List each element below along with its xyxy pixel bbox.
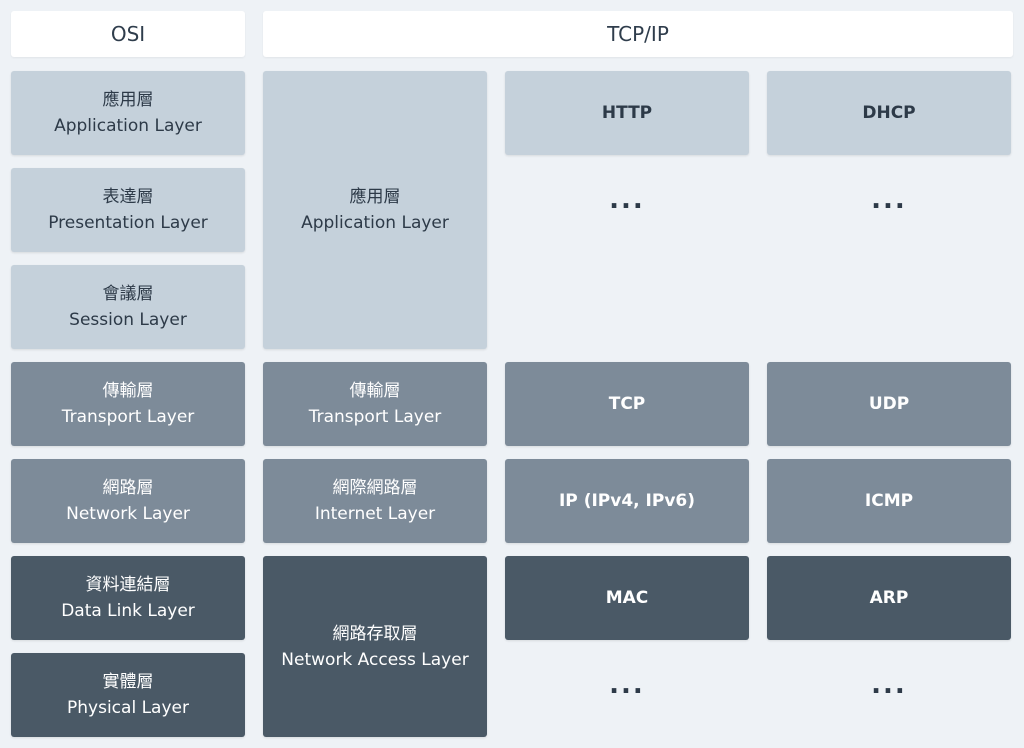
osi-data-link-layer: 資料連結層 Data Link Layer — [11, 556, 245, 640]
protocol-udp: UDP — [767, 362, 1011, 446]
osi-application-layer: 應用層 Application Layer — [11, 71, 245, 155]
layer-en-label: Transport Layer — [61, 407, 195, 427]
tcpip-header-label: TCP/IP — [607, 22, 669, 46]
osi-physical-layer: 實體層 Physical Layer — [11, 653, 245, 737]
protocol-label: ARP — [869, 588, 909, 608]
protocol-label: UDP — [868, 394, 910, 414]
layer-en-label: Network Layer — [66, 504, 190, 524]
layer-en-label: Application Layer — [301, 213, 449, 233]
layer-en-label: Transport Layer — [308, 407, 442, 427]
protocol-label: MAC — [605, 588, 649, 608]
more-link-protocols: ... — [871, 670, 907, 700]
tcpip-header: TCP/IP — [263, 11, 1013, 57]
protocol-label: IP (IPv4, IPv6) — [558, 491, 695, 511]
layer-zh-label: 表達層 — [102, 187, 154, 207]
protocol-http: HTTP — [505, 71, 749, 155]
protocol-label: HTTP — [601, 103, 653, 123]
tcpip-application-layer: 應用層 Application Layer — [263, 71, 487, 349]
osi-transport-layer: 傳輸層 Transport Layer — [11, 362, 245, 446]
layer-en-label: Physical Layer — [67, 698, 189, 718]
protocol-ip: IP (IPv4, IPv6) — [505, 459, 749, 543]
protocol-label: TCP — [608, 394, 646, 414]
protocol-label: DHCP — [862, 103, 916, 123]
layer-zh-label: 應用層 — [349, 187, 401, 207]
more-link-protocols: ... — [609, 670, 645, 700]
osi-presentation-layer: 表達層 Presentation Layer — [11, 168, 245, 252]
layer-en-label: Network Access Layer — [281, 649, 469, 670]
layer-en-label: Application Layer — [54, 116, 202, 136]
more-application-protocols: ... — [871, 185, 907, 215]
protocol-dhcp: DHCP — [767, 71, 1011, 155]
osi-network-layer: 網路層 Network Layer — [11, 459, 245, 543]
protocol-label: ICMP — [864, 491, 914, 511]
osi-session-layer: 會議層 Session Layer — [11, 265, 245, 349]
layer-zh-label: 網際網路層 — [332, 478, 418, 498]
layer-zh-label: 實體層 — [102, 672, 154, 692]
protocol-mac: MAC — [505, 556, 749, 640]
tcpip-internet-layer: 網際網路層 Internet Layer — [263, 459, 487, 543]
layer-en-label: Data Link Layer — [61, 601, 195, 621]
protocol-tcp: TCP — [505, 362, 749, 446]
tcpip-network-access-layer: 網路存取層 Network Access Layer — [263, 556, 487, 737]
layer-zh-label: 傳輸層 — [349, 381, 401, 401]
more-application-protocols: ... — [609, 185, 645, 215]
protocol-icmp: ICMP — [767, 459, 1011, 543]
protocol-arp: ARP — [767, 556, 1011, 640]
osi-header-label: OSI — [110, 22, 146, 46]
layer-en-label: Session Layer — [69, 310, 187, 330]
layer-zh-label: 傳輸層 — [102, 381, 154, 401]
osi-header: OSI — [11, 11, 245, 57]
layer-zh-label: 資料連結層 — [85, 575, 171, 595]
layer-zh-label: 網路層 — [102, 478, 154, 498]
layer-zh-label: 應用層 — [102, 90, 154, 110]
layer-en-label: Presentation Layer — [48, 213, 208, 233]
tcpip-transport-layer: 傳輸層 Transport Layer — [263, 362, 487, 446]
layer-en-label: Internet Layer — [314, 504, 436, 524]
layer-zh-label: 網路存取層 — [332, 623, 418, 644]
layer-zh-label: 會議層 — [102, 284, 154, 304]
